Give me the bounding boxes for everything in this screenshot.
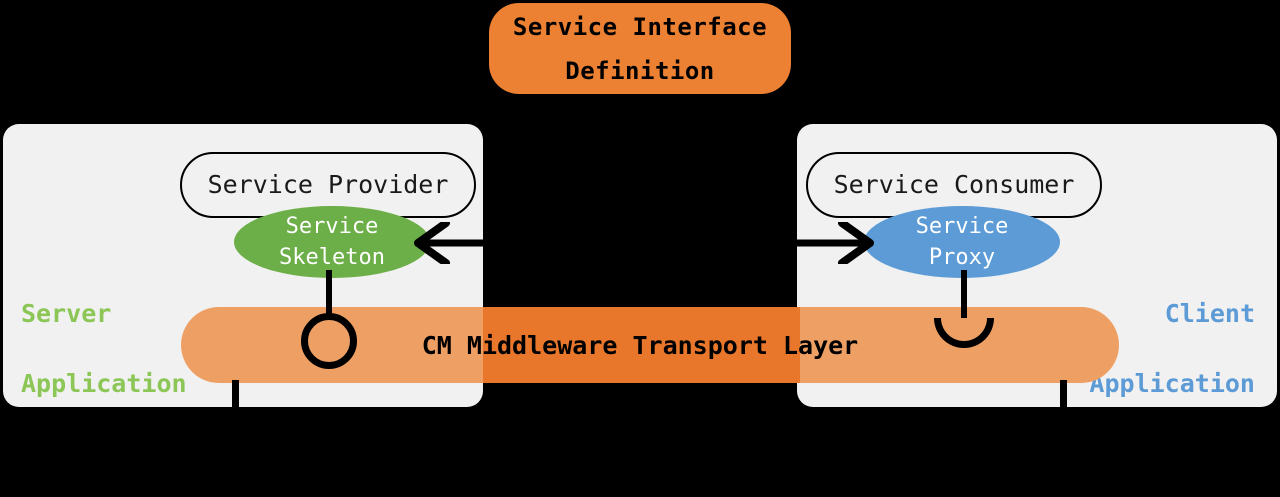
service-proxy-label-line-1: Service <box>915 214 1009 239</box>
client-label-line-2: Application <box>1089 369 1255 398</box>
right-transport-bottom-stem <box>1060 380 1067 407</box>
service-consumer-label: Service Consumer <box>833 170 1075 199</box>
service-proxy-label-line-2: Proxy <box>928 245 996 270</box>
server-label-line-2: Application <box>21 369 187 398</box>
banner-line-2: Definition <box>565 56 715 85</box>
service-proxy-node: Service Proxy <box>864 206 1060 278</box>
arrow-left-icon <box>414 222 500 264</box>
middleware-transport-bar-highlight <box>483 307 800 383</box>
arrow-right-icon <box>788 222 874 264</box>
service-skeleton-label-line-1: Service <box>285 214 379 239</box>
service-interface-definition-banner: Service Interface Definition <box>489 3 791 94</box>
skeleton-connector-stem <box>326 270 332 318</box>
service-provider-label: Service Provider <box>207 170 449 199</box>
client-label-line-1: Client <box>1164 299 1255 328</box>
provided-interface-lollipop-icon <box>301 313 357 369</box>
server-label-line-1: Server <box>21 299 112 328</box>
banner-line-1: Service Interface <box>512 12 768 41</box>
service-skeleton-label-line-2: Skeleton <box>279 245 385 270</box>
service-skeleton-node: Service Skeleton <box>234 206 430 278</box>
proxy-connector-stem <box>961 270 967 318</box>
left-transport-bottom-stem <box>232 380 239 407</box>
service-provider-component: Service Provider <box>180 152 476 218</box>
